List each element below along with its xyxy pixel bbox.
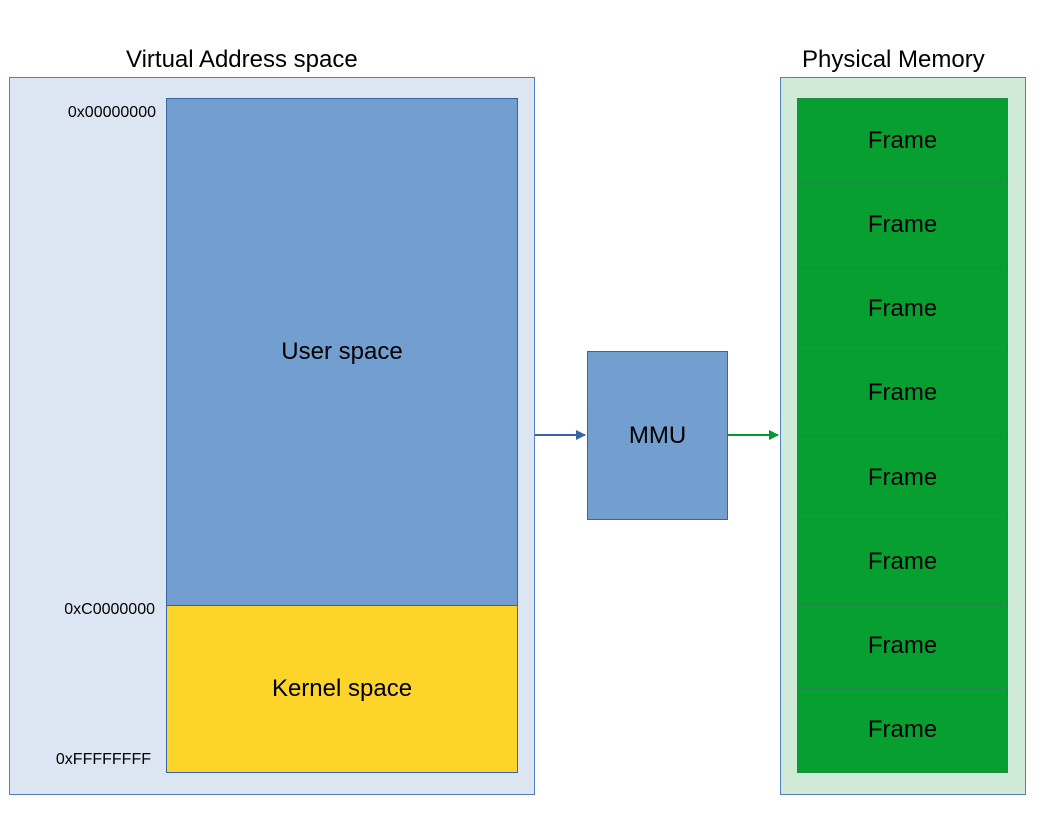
frame-label: Frame — [867, 295, 938, 323]
user-space-label: User space — [281, 338, 403, 365]
frame-label: Frame — [867, 379, 938, 407]
user-space-region: User space — [166, 98, 518, 605]
frame-label: Frame — [867, 210, 938, 238]
mmu-box: MMU — [587, 351, 728, 520]
frame-cell: Frame — [797, 688, 1008, 773]
frame-label: Frame — [867, 126, 938, 154]
address-kernel-start-label: 0xC0000000 — [64, 601, 155, 618]
address-end-label: 0xFFFFFFFF — [55, 751, 151, 768]
physical-memory-title: Physical Memory — [802, 46, 985, 73]
frame-label: Frame — [867, 716, 938, 744]
address-start-label: 0x00000000 — [67, 104, 156, 121]
kernel-space-label: Kernel space — [271, 675, 413, 702]
frame-label: Frame — [867, 632, 938, 660]
frame-cell: Frame — [797, 267, 1008, 352]
frame-cell: Frame — [797, 98, 1008, 184]
frame-label: Frame — [867, 547, 938, 575]
mmu-label: MMU — [628, 421, 687, 449]
kernel-space-region: Kernel space — [166, 605, 518, 773]
virtual-address-space-title: Virtual Address space — [126, 46, 358, 73]
frame-cell: Frame — [797, 604, 1008, 689]
frame-cell: Frame — [797, 520, 1008, 605]
frame-cell: Frame — [797, 436, 1008, 521]
frame-cell: Frame — [797, 183, 1008, 268]
frame-cell: Frame — [797, 351, 1008, 436]
frame-label: Frame — [867, 463, 938, 491]
